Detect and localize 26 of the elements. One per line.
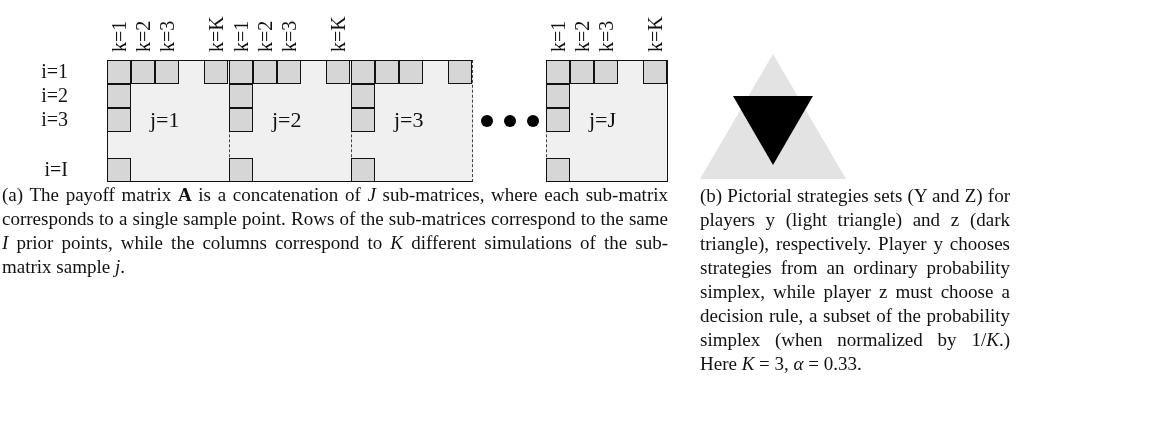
- column-label: k=3: [278, 20, 301, 52]
- sub-matrix-block: [229, 60, 351, 182]
- figure-caption: (b) Pictorial strategies sets (Y and Z) for players y (light triangle) and z (dark triangle), respectively. Player y chooses strategies from an ordinary probability simplex, while player z must choose a decision rule, a subset of the probability simplex (when normalized by 1/K.) Here K = 3, α = 0.33.: [700, 184, 1010, 376]
- sub-matrix-block: [546, 60, 668, 182]
- column-label: k=2: [132, 20, 155, 52]
- column-label: k=1: [230, 20, 253, 52]
- column-label: k=2: [571, 20, 594, 52]
- column-label: k=2: [254, 20, 277, 52]
- row-label: i=I: [43, 158, 68, 181]
- sub-matrix-block: [107, 60, 229, 182]
- column-label: k=3: [156, 20, 179, 52]
- figure-caption: (a) The payoff matrix A is a concatenation of J sub-matrices, where each sub-matrix corresponds to a single sample point. Rows of the sub-matrices correspond to the same I prior points, while the columns correspond to K different simulations of the sub-matrix sample j.: [2, 183, 668, 279]
- column-label: k=3: [595, 20, 618, 52]
- row-label: i=1: [40, 60, 68, 83]
- column-label: k=K: [205, 16, 228, 52]
- row-label: i=2: [40, 84, 68, 107]
- sub-matrix-block: [351, 60, 473, 182]
- column-label: k=K: [644, 16, 667, 52]
- block-label: j=J: [589, 107, 617, 133]
- block-label: j=3: [394, 107, 424, 133]
- block-label: j=2: [272, 107, 302, 133]
- block-label: j=1: [150, 107, 180, 133]
- column-label: k=1: [108, 20, 131, 52]
- column-label: k=K: [327, 16, 350, 52]
- row-label: i=3: [40, 108, 68, 131]
- column-label: k=1: [547, 20, 570, 52]
